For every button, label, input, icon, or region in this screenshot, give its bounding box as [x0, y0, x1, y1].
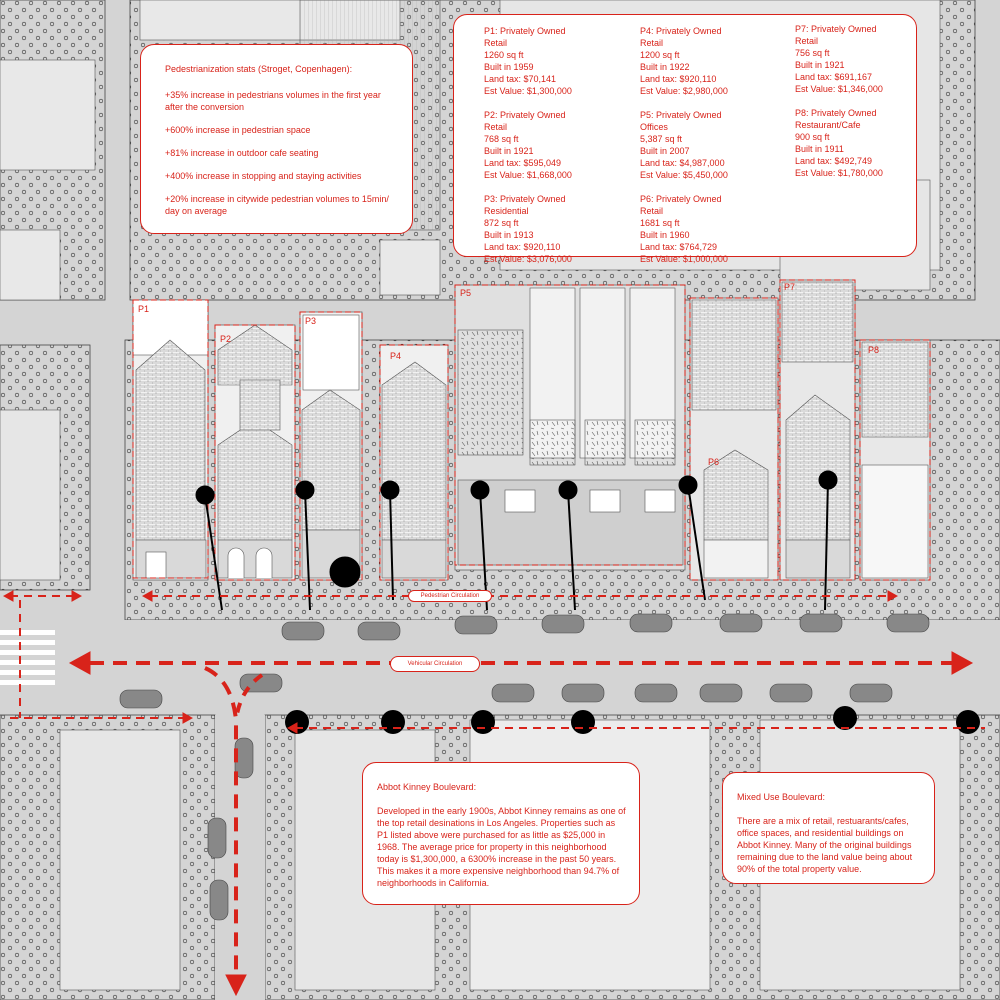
stats-title: Pedestrianization stats (Stroget, Copenh…	[165, 64, 353, 74]
pedestrian-circulation-arrows	[2, 590, 985, 734]
property-column-3: P7: Privately Owned Retail 756 sq ft Bui…	[795, 23, 945, 191]
abbot-kinney-card: Abbot Kinney Boulevard: Developed in the…	[362, 762, 640, 905]
abbot-kinney-title: Abbot Kinney Boulevard:	[377, 782, 477, 792]
cars	[119, 613, 930, 921]
property-p8: P8: Privately Owned Restaurant/Cafe 900 …	[795, 108, 883, 178]
stat-item: +600% increase in pedestrian space	[165, 125, 311, 135]
property-p2: P2: Privately Owned Retail 768 sq ft Bui…	[484, 110, 572, 180]
stat-item: +400% increase in stopping and staying a…	[165, 171, 362, 181]
property-info-card: P1: Privately Owned Retail 1260 sq ft Bu…	[453, 14, 917, 264]
abbot-kinney-body: Developed in the early 1900s, Abbot Kinn…	[377, 806, 626, 888]
mixed-use-card: Mixed Use Boulevard: There are a mix of …	[722, 772, 935, 884]
stat-item: +81% increase in outdoor cafe seating	[165, 148, 319, 158]
property-p6: P6: Privately Owned Retail 1681 sq ft Bu…	[640, 194, 728, 264]
plot-label-p8: P8	[868, 345, 880, 355]
pedestrian-circulation-label: Pedestrian Circulation	[408, 590, 492, 602]
plot-label-p2: P2	[220, 334, 232, 344]
plot-label-p4: P4	[390, 351, 402, 361]
property-column-2: P4: Privately Owned Retail 1200 sq ft Bu…	[640, 25, 790, 277]
plot-label-p7: P7	[784, 282, 796, 292]
stat-item: +35% increase in pedestrians volumes in …	[165, 90, 381, 112]
vehicular-circulation-arrows	[68, 651, 974, 997]
plot-label-p1: P1	[138, 304, 150, 314]
palm-trees	[195, 470, 838, 611]
pedestrianization-stats-card: Pedestrianization stats (Stroget, Copenh…	[140, 44, 413, 234]
vehicular-circulation-label: Vehicular Circulation	[390, 656, 480, 672]
property-p1: P1: Privately Owned Retail 1260 sq ft Bu…	[484, 26, 572, 96]
property-p4: P4: Privately Owned Retail 1200 sq ft Bu…	[640, 26, 728, 96]
property-p7: P7: Privately Owned Retail 756 sq ft Bui…	[795, 24, 883, 94]
plot-label-p3: P3	[305, 316, 317, 326]
stat-item: +20% increase in citywide pedestrian vol…	[165, 194, 389, 216]
mixed-use-title: Mixed Use Boulevard:	[737, 792, 826, 802]
property-p3: P3: Privately Owned Residential 872 sq f…	[484, 194, 572, 264]
property-column-1: P1: Privately Owned Retail 1260 sq ft Bu…	[484, 25, 634, 277]
mixed-use-body: There are a mix of retail, restuarants/c…	[737, 816, 913, 874]
plot-label-p5: P5	[460, 288, 472, 298]
plot-label-p6: P6	[708, 457, 720, 467]
property-p5: P5: Privately Owned Offices 5,387 sq ft …	[640, 110, 728, 180]
